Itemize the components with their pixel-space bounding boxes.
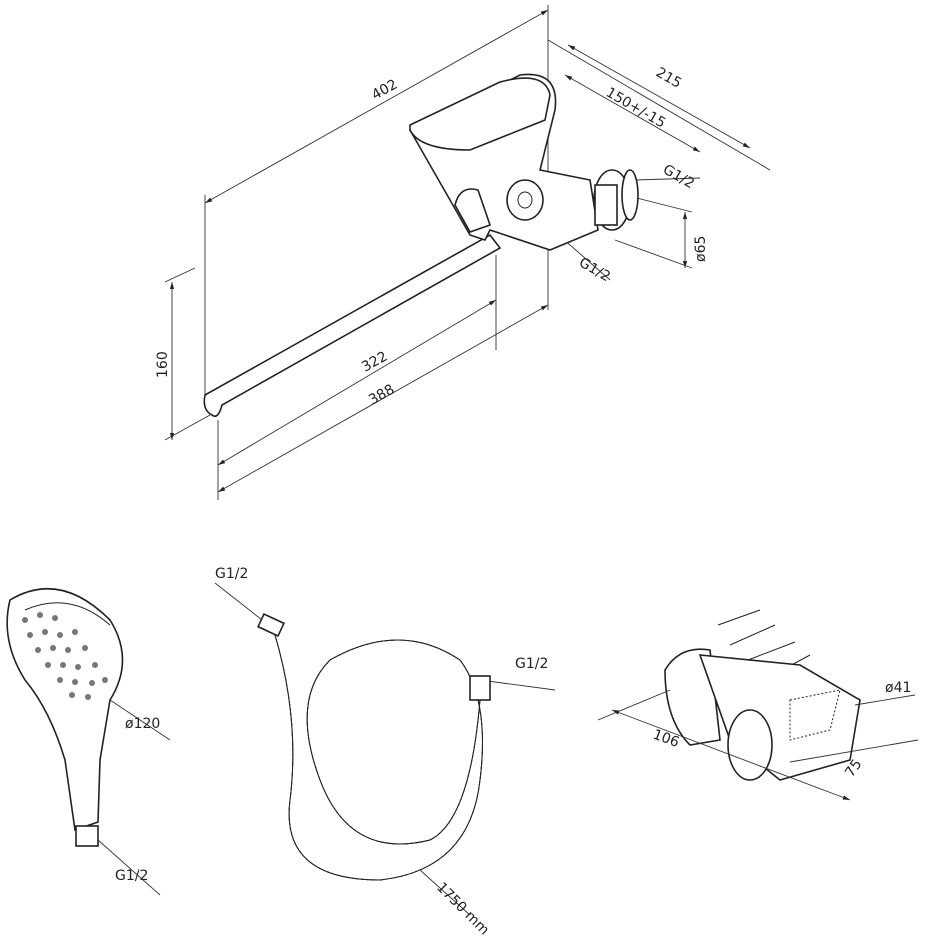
dim-hose-length: 1750 mm [433, 880, 492, 936]
dim-388: 388 [366, 382, 397, 409]
label-inlet-thread: G1/2 [660, 162, 697, 193]
dim-106: 106 [651, 727, 682, 751]
dim-402: 402 [369, 77, 400, 104]
hand-shower-drawing [6, 587, 171, 896]
label-outlet-thread: G1/2 [576, 255, 613, 286]
dim-ø65: ø65 [693, 236, 709, 262]
dim-ø41: ø41 [885, 680, 911, 696]
label-hand-shower-thread: G1/2 [115, 868, 148, 884]
dim-160: 160 [155, 351, 171, 378]
dim-ø120: ø120 [125, 716, 160, 732]
label-hose-thread-top: G1/2 [215, 566, 248, 582]
holder-drawing [597, 609, 919, 801]
hose-drawing [214, 582, 556, 916]
faucet-drawing [164, 5, 771, 500]
label-hose-thread-right: G1/2 [515, 656, 548, 672]
dim-215: 215 [653, 65, 684, 92]
